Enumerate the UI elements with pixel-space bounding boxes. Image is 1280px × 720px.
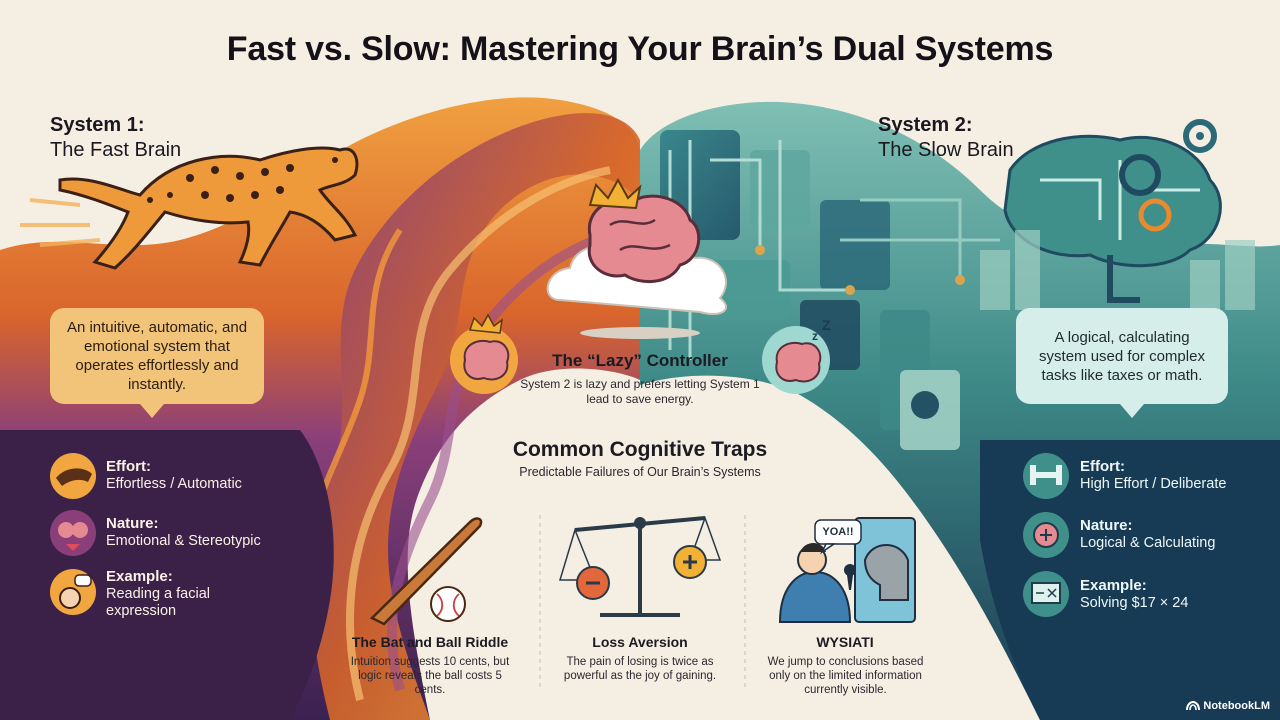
system1-example: Example: Reading a facial expression [106,565,236,620]
crown-icon [588,177,642,210]
sleeping-brain-badge: z Z [762,317,831,394]
system1-nature: Nature: Emotional & Stereotypic [106,512,261,550]
cheetah-illustration [20,146,359,270]
slow-traits-panel [980,440,1280,720]
trait-value: Solving $17 × 24 [1080,595,1189,611]
svg-text:Z: Z [822,317,831,333]
system2-example: Example: Solving $17 × 24 [1080,574,1188,612]
bubble-tail [140,404,164,418]
trait-label: Nature: [1080,517,1133,534]
notebook-logo-icon [1186,701,1201,711]
bubble-tail [1120,404,1144,418]
system2-effort: Effort: High Effort / Deliberate [1080,455,1226,493]
brand-logo: NotebookLM [1186,700,1270,712]
trait-label: Example: [106,568,173,585]
system1-description: An intuitive, automatic, and emotional s… [50,308,264,404]
chalkboard-icon [1023,571,1069,617]
skyline [980,230,1255,310]
dumbbell-icon [1023,453,1069,499]
lazy-controller-description: System 2 is lazy and prefers letting Sys… [520,377,760,406]
trap-name-loss-aversion: Loss Aversion [592,634,688,650]
crowned-brain-badge [450,313,518,394]
system2-heading-block: System 2: The Slow Brain [878,113,1014,163]
trait-label: Effort: [1080,458,1125,475]
speech-bubble-text: YOA!! [822,526,854,538]
system2-nature: Nature: Logical & Calculating [1080,514,1215,552]
system2-subheading: The Slow Brain [878,139,1014,161]
trait-label: Nature: [106,515,159,532]
trait-value: Logical & Calculating [1080,535,1216,551]
system1-heading-block: System 1: The Fast Brain [50,113,181,163]
bat-and-ball-illustration [369,517,483,626]
system1-effort: Effort: Effortless / Automatic [106,455,242,493]
trap-desc-bat-ball: Intuition suggests 10 cents, but logic r… [350,656,510,696]
face-speech-icon [50,569,96,615]
fast-traits-panel [0,430,334,720]
system2-heading: System 2: [878,114,973,136]
system1-subheading: The Fast Brain [50,139,182,161]
brand-name: NotebookLM [1203,700,1270,712]
traps-title: Common Cognitive Traps [512,438,768,461]
balance-scale-illustration [558,515,722,617]
traps-subtitle: Predictable Failures of Our Brain’s Syst… [519,465,761,479]
trait-value: High Effort / Deliberate [1080,476,1227,492]
lazy-controller-title: The “Lazy” Controller [552,351,728,370]
trap-name-wysiati: WYSIATI [816,634,874,650]
trait-value: Effortless / Automatic [106,476,242,492]
trap-desc-wysiati: We jump to conclusions based only on the… [767,656,924,696]
trait-label: Example: [1080,577,1147,594]
trait-value: Emotional & Stereotypic [106,533,261,549]
system2-description: A logical, calculating system used for c… [1016,308,1228,404]
circuit-brain-icon [1023,512,1069,558]
cheetah-icon [50,453,96,499]
trap-name-bat-ball: The Bat and Ball Riddle [351,634,509,650]
circuit-brain-illustration [1003,134,1222,303]
wysiati-illustration [778,517,916,623]
swirl-flow [311,113,640,720]
cloud-brain-illustration [546,177,728,339]
trait-value: Reading a facial expression [106,586,210,619]
gear-icon [1183,119,1217,153]
swirl-line [346,166,611,701]
system1-heading: System 1: [50,114,145,136]
brain-heart-icon [50,510,96,556]
page-title: Fast vs. Slow: Mastering Your Brain’s Du… [226,30,1054,68]
svg-text:z: z [812,329,818,343]
trap-desc-loss-aversion: The pain of losing is twice as powerful … [563,656,717,682]
trait-label: Effort: [106,458,151,475]
